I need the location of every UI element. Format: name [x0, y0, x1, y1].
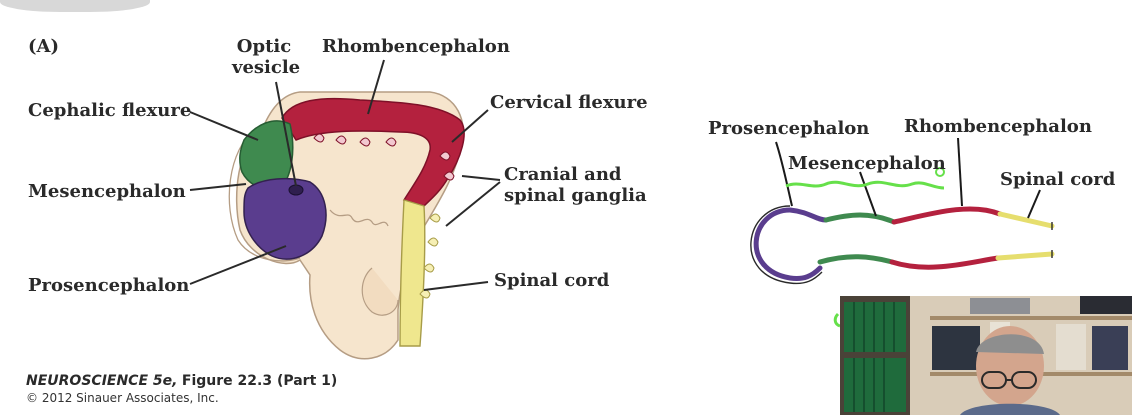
sketch-mesencephalon-top: [823, 212, 897, 225]
pharyngeal-arches: [329, 209, 389, 227]
neural-tube-sketch: [753, 206, 1055, 281]
sketch-rhombencephalon-bottom: [889, 255, 1001, 270]
sketch-prosencephalon-label: Prosencephalon: [708, 118, 870, 139]
leader-lines: [189, 59, 501, 291]
sketch-outline: [750, 205, 1053, 285]
annotation-mark: [833, 312, 841, 328]
spinal-cord-label: Spinal cord: [494, 270, 610, 291]
figure-number: Figure 22.3 (Part 1): [181, 373, 338, 389]
sketch-spinal-top: [997, 211, 1055, 229]
sketch-rhombencephalon-top: [891, 206, 1003, 225]
optic-vesicle-label: Optic vesicle: [232, 36, 301, 78]
spinal-ganglia: [419, 213, 441, 299]
sketch-prosencephalon-stroke: [753, 207, 823, 281]
optic-vesicle-label-line2: vesicle: [232, 57, 301, 78]
sketch-rhombencephalon-label: Rhombencephalon: [904, 116, 1092, 137]
webcam-video-overlay: [840, 296, 1132, 415]
sketch-spinal-bottom: [995, 251, 1055, 261]
cranial-ganglia: [313, 133, 455, 181]
book-title: NEUROSCIENCE 5e,: [26, 373, 178, 389]
cranial-spinal-ganglia-line2: spinal ganglia: [504, 185, 647, 206]
figure-credit-title: NEUROSCIENCE 5e, Figure 22.3 (Part 1): [26, 373, 337, 389]
copyright-notice: © 2012 Sinauer Associates, Inc.: [26, 391, 219, 405]
spinal-cord-region: [399, 199, 426, 347]
embryo-body: [235, 91, 464, 360]
rhombencephalon-label: Rhombencephalon: [322, 36, 510, 57]
prosencephalon-region: [243, 177, 327, 260]
cranial-spinal-ganglia-label: Cranial and spinal ganglia: [504, 164, 647, 206]
sketch-prosencephalon-top: [787, 207, 829, 223]
cranial-spinal-ganglia-line1: Cranial and: [504, 164, 622, 185]
top-bar-shadow: [0, 0, 150, 12]
sketch-mesencephalon-bottom: [817, 254, 895, 265]
annotation-squiggle: [785, 180, 945, 190]
cervical-flexure-label: Cervical flexure: [490, 92, 648, 113]
optic-vesicle-label-line1: Optic: [236, 36, 292, 57]
annotation-dot: [935, 167, 945, 177]
optic-vesicle: [288, 184, 304, 196]
rhombencephalon-region: [281, 97, 465, 207]
sketch-leader-lines: [775, 137, 1041, 219]
panel-label: (A): [28, 36, 59, 57]
cephalic-flexure-label: Cephalic flexure: [28, 100, 192, 121]
sketch-mesencephalon-label: Mesencephalon: [788, 153, 946, 174]
prosencephalon-label: Prosencephalon: [28, 275, 190, 296]
sketch-spinal-cord-label: Spinal cord: [1000, 169, 1116, 190]
webcam-image: [840, 296, 1132, 415]
embryo-lower-bulge: [361, 267, 399, 316]
mesencephalon-label: Mesencephalon: [28, 181, 186, 202]
embryo-outline: [228, 127, 301, 262]
